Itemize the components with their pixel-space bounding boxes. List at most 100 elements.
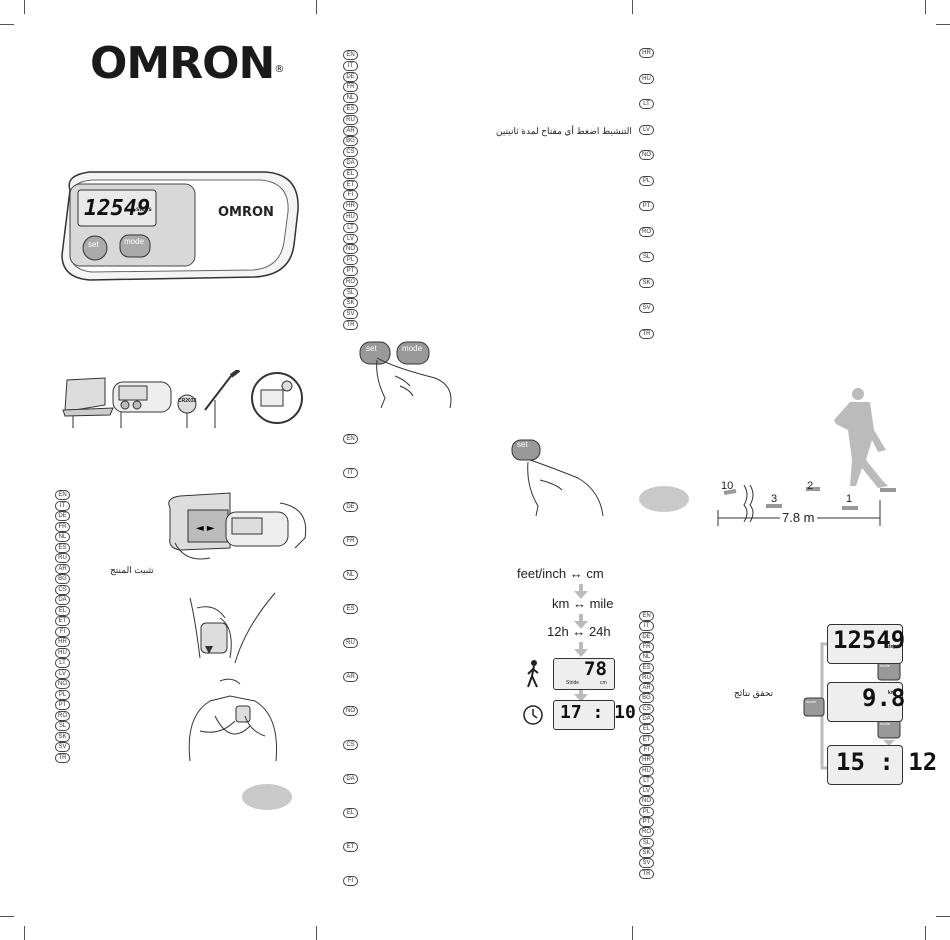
language-code-badge: RO [639, 827, 654, 838]
language-code-badge: CS [343, 740, 358, 750]
language-code-badge: ET [343, 842, 358, 852]
language-code-badge: DE [55, 511, 70, 521]
language-code-badge: NL [343, 570, 358, 580]
language-code-badge: EN [55, 490, 70, 500]
language-code-badge: DA [343, 774, 358, 784]
language-code-badge: HR [343, 201, 358, 212]
language-code-badge: RU [639, 672, 654, 683]
unit-row-distance: km ↔ mile [552, 596, 614, 611]
battery-label: CR2032 [178, 398, 197, 404]
language-code-badge: LV [343, 233, 358, 244]
crop-mark [316, 926, 317, 940]
arrow-down-icon [574, 621, 588, 629]
lcd-stride-unit: cm [600, 680, 607, 686]
press-mode-label: mode [402, 344, 423, 353]
result-steps-value: 12549 [833, 626, 906, 654]
language-code-badge: SV [55, 742, 70, 752]
language-code-badge: LT [55, 658, 70, 668]
language-code-badge: NL [343, 93, 358, 104]
language-code-badge: LT [343, 222, 358, 233]
arrow-down-icon [574, 591, 588, 599]
device-display-value: 12549 [84, 196, 151, 221]
unit-row-length: feet/inch ↔ cm [517, 566, 604, 581]
language-code-badge: BG [343, 136, 358, 147]
press-set-illustration [511, 439, 604, 517]
clip-attach-illustration: ◄ ► [168, 492, 307, 560]
lcd-stride-value: 78 [584, 658, 607, 680]
lcd-stride [553, 658, 615, 690]
crop-mark [0, 916, 14, 917]
language-code-badge: EL [639, 724, 654, 735]
language-code-badge: EL [55, 605, 70, 616]
clock-icon [523, 705, 543, 725]
language-code-badge: SV [343, 309, 358, 320]
language-code-badge: HR [639, 48, 654, 58]
lcd-time-value: 17 : 10 [560, 702, 636, 723]
crop-mark [632, 926, 633, 940]
result-mode-label-2: mode [880, 721, 891, 726]
result-mode-label-1: mode [880, 663, 891, 668]
language-code-badge: EL [343, 808, 358, 818]
crop-mark [0, 24, 14, 25]
language-code-badge: IT [343, 468, 358, 478]
result-mode-label-3: mode [806, 699, 817, 704]
language-code-badge: AR [343, 672, 358, 682]
clip-on-belt-illustration [189, 592, 276, 664]
language-code-badge: DA [55, 595, 70, 605]
language-code-badge: NO [343, 706, 358, 716]
language-code-badge: TR [639, 328, 654, 339]
language-code-badge: IT [55, 500, 70, 511]
language-code-badge: FI [55, 626, 70, 637]
device-brand: OMRON [218, 205, 274, 220]
language-code-badge: FR [343, 82, 358, 93]
language-code-badge: SL [639, 837, 654, 848]
step-label-2: 2 [807, 480, 814, 492]
language-code-badge: BG [55, 574, 70, 584]
language-code-badge: PL [639, 175, 654, 186]
result-km-lcd [827, 682, 903, 722]
language-code-badge: EL [343, 168, 358, 179]
arabic-check-results: تحقق نتائج [734, 688, 774, 698]
language-code-badge: TR [55, 752, 70, 763]
language-code-badge: PT [55, 700, 70, 710]
language-code-badge: RO [55, 710, 70, 721]
crop-mark [925, 0, 926, 14]
language-code-badge: HR [55, 637, 70, 647]
step-label-1: 1 [846, 493, 853, 505]
arrow-stem [579, 642, 583, 650]
language-code-badge: RO [343, 276, 358, 287]
arrow-stem [579, 614, 583, 622]
language-code-badge: FR [639, 641, 654, 652]
arrow-stem [579, 690, 583, 696]
language-code-badge: PL [343, 255, 358, 266]
result-steps-unit: steps [886, 644, 900, 650]
language-code-badge: DE [343, 71, 358, 82]
language-code-badge: CS [343, 147, 358, 158]
lcd-stride-label: Stride [566, 680, 580, 686]
language-code-badge: CS [639, 703, 654, 714]
language-code-badge: IT [639, 621, 654, 632]
press-buttons-illustration [359, 341, 452, 409]
walking-stride-illustration [717, 388, 896, 526]
language-code-badge: HU [55, 647, 70, 658]
crop-mark [936, 916, 950, 917]
press-set-label: set [366, 344, 377, 353]
language-code-badge: LV [639, 786, 654, 797]
brand-logo: OMRON® [90, 38, 284, 89]
language-code-badge: NO [639, 150, 654, 160]
language-code-badge: SL [55, 721, 70, 731]
language-code-badge: NO [343, 244, 358, 255]
result-km-value: 9.8 [862, 684, 906, 712]
arabic-fix-product: تثبيت المنتج [110, 565, 154, 575]
language-code-badge: AR [639, 683, 654, 694]
language-code-badge: NO [639, 796, 654, 807]
language-code-badge: HU [639, 73, 654, 84]
language-code-badge: PL [55, 689, 70, 700]
crop-mark [24, 926, 25, 940]
crop-mark [925, 926, 926, 940]
language-code-badge: PL [639, 806, 654, 817]
arrow-stem [579, 584, 583, 592]
language-code-badge: SL [639, 252, 654, 262]
language-code-badge: LV [639, 124, 654, 135]
unit-row-clock: 12h ↔ 24h [547, 624, 611, 639]
